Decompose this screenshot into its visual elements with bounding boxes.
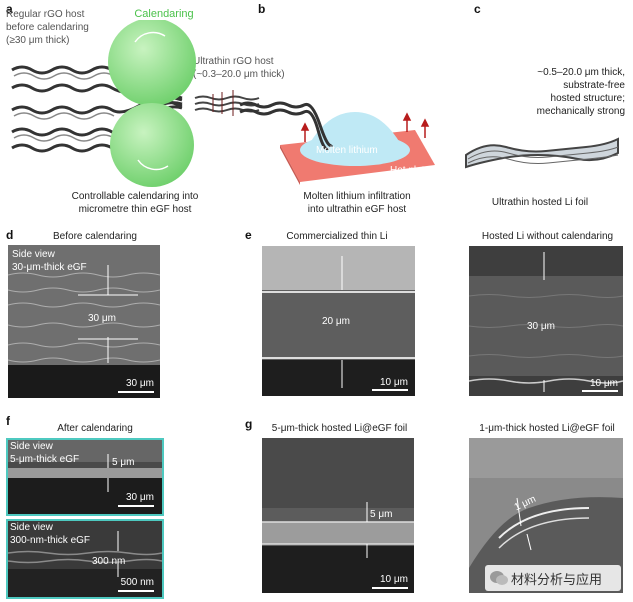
infiltration-diagram [239, 101, 435, 185]
panel-a-caption: Controllable calendaring into micrometre… [71, 191, 199, 215]
panel-b-label: b [258, 2, 266, 16]
panel-e-right-scalebar [582, 390, 618, 392]
hosted-li-foil-diagram [465, 137, 619, 169]
sem-commercial-thin-li [262, 246, 415, 396]
panel-e-left-title: Commercialized thin Li [286, 231, 388, 242]
panel-f-top-side-view: Side view [10, 441, 53, 452]
panel-f-top-measure: 5 μm [112, 457, 135, 468]
panel-f-top-scale-label: 30 μm [126, 492, 154, 503]
molten-lithium-label: Molten lithium [316, 145, 378, 156]
sem-before-calendaring [8, 245, 160, 398]
panel-g-label: g [245, 417, 253, 431]
calendaring-label: Calendaring [134, 8, 194, 20]
watermark-text: 材料分析与应用 [511, 572, 603, 587]
panel-e-left-scale-label: 10 μm [380, 377, 408, 388]
regular-host-label: Regular rGO host before calendaring (≥30… [6, 9, 89, 46]
sem-after-calendaring-5um [6, 438, 164, 516]
panel-c-description: ~0.5–20.0 μm thick, substrate-free hoste… [536, 67, 625, 117]
watermark-badge: 材料分析与应用 [485, 565, 621, 591]
panel-e-right-scale-label: 10 μm [590, 378, 618, 389]
panel-f-top-scalebar [118, 505, 154, 507]
panel-e-right-title: Hosted Li without calendaring [481, 231, 614, 242]
panel-a-label: a [6, 2, 13, 16]
thickness-arrows [212, 90, 234, 116]
panel-e-left-scalebar [372, 389, 408, 391]
panel-f-bottom-scale-label: 500 nm [120, 577, 154, 588]
panel-d-label: d [6, 228, 14, 242]
panel-e-right-measure: 30 μm [527, 321, 555, 332]
panel-c-label: c [474, 2, 481, 16]
wechat-icon [490, 571, 508, 585]
panel-d-title: Before calendaring [53, 231, 137, 242]
panel-g-right-title: 1-μm-thick hosted Li@eGF foil [479, 423, 615, 434]
panel-d-sample: 30-μm-thick eGF [12, 262, 87, 273]
panel-g-left-scalebar [372, 587, 408, 589]
panel-f-bottom-scalebar [118, 590, 154, 592]
panel-f-bottom-sample: 300-nm-thick eGF [10, 535, 91, 546]
ultrathin-host-label: Ultrathin rGO host (~0.3–20.0 μm thick) [193, 56, 285, 80]
panel-e-label: e [245, 228, 252, 242]
hot-plate-label: Hot plate [390, 165, 431, 176]
sem-hosted-li-5um [262, 438, 414, 593]
panel-d-side-view: Side view [12, 249, 55, 260]
panel-g-left-scale-label: 10 μm [380, 574, 408, 585]
panel-g-left-measure: 5 μm [370, 509, 393, 520]
panel-f-label: f [6, 414, 10, 428]
sem-hosted-li-no-calendaring [469, 246, 623, 396]
panel-g-left-title: 5-μm-thick hosted Li@eGF foil [271, 423, 408, 434]
panel-f-title: After calendaring [57, 423, 133, 434]
panel-f-bottom-side-view: Side view [10, 522, 53, 533]
panel-c-caption: Ultrathin hosted Li foil [491, 197, 589, 208]
top-roller [108, 20, 196, 106]
panel-d-scale-label: 30 μm [126, 378, 154, 389]
panel-f-bottom-measure: 300 nm [92, 556, 126, 567]
sem-after-calendaring-300nm [6, 519, 164, 599]
panel-d-measure: 30 μm [88, 313, 116, 324]
bottom-roller [110, 103, 194, 187]
panel-e-left-measure: 20 μm [322, 316, 350, 327]
panel-b-caption: Molten lithium infiltration into ultrath… [303, 191, 411, 215]
panel-d-scalebar [118, 391, 154, 393]
panel-f-top-sample: 5-μm-thick eGF [10, 454, 80, 465]
